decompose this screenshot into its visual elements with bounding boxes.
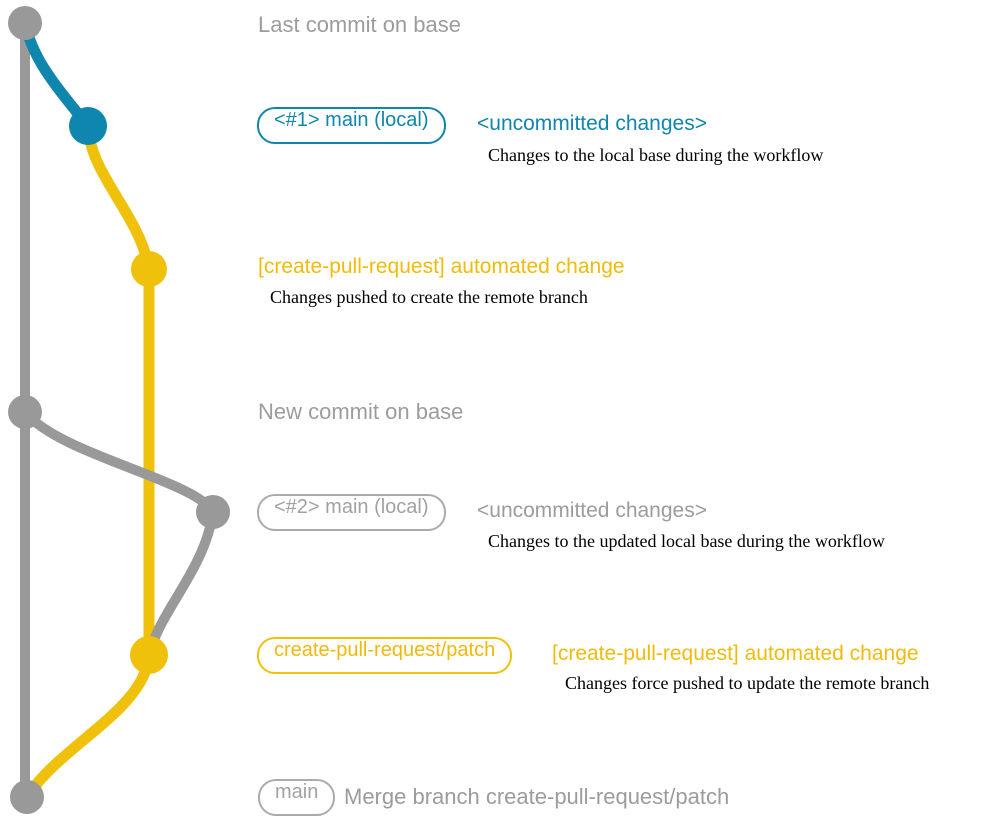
commit-dot-remote-update <box>130 636 168 674</box>
note-local-base-changes-1: Changes to the local base during the wor… <box>488 145 824 165</box>
branch-tag-main: main <box>258 779 336 816</box>
commit-dot-last-base <box>8 6 42 40</box>
branch-tag-create-pull-request-patch: create-pull-request/patch <box>257 637 513 674</box>
commit-dot-new-base <box>8 395 42 429</box>
local-branch-curve-2-out <box>20 407 218 517</box>
commit-message-automated-change-2: [create-pull-request] automated change <box>552 642 919 665</box>
commit-message-merge-branch: Merge branch create-pull-request/patch <box>344 784 730 809</box>
commit-message-automated-change-1: [create-pull-request] automated change <box>258 255 625 278</box>
caption-last-commit-on-base: Last commit on base <box>258 12 461 37</box>
commit-dot-local-2 <box>196 495 230 529</box>
git-graph <box>8 6 230 814</box>
local-branch-curve-2-in <box>144 507 218 660</box>
remote-branch-curve-out <box>82 120 155 275</box>
commit-dot-remote-create <box>131 251 167 287</box>
branch-tag-main-local-2: <#2> main (local) <box>257 494 446 531</box>
caption-new-commit-on-base: New commit on base <box>258 399 464 424</box>
branch-tag-main-local-1: <#1> main (local) <box>257 107 446 144</box>
note-force-pushed-update-remote: Changes force pushed to update the remot… <box>565 673 930 693</box>
commit-message-uncommitted-1: <uncommitted changes> <box>477 112 707 135</box>
note-local-base-changes-2: Changes to the updated local base during… <box>488 531 885 551</box>
commit-dot-merge <box>10 780 44 814</box>
commit-dot-local-1 <box>69 107 107 145</box>
note-pushed-create-remote: Changes pushed to create the remote bran… <box>270 287 588 307</box>
commit-message-uncommitted-2: <uncommitted changes> <box>477 499 707 522</box>
remote-branch-merge-curve <box>21 649 155 803</box>
